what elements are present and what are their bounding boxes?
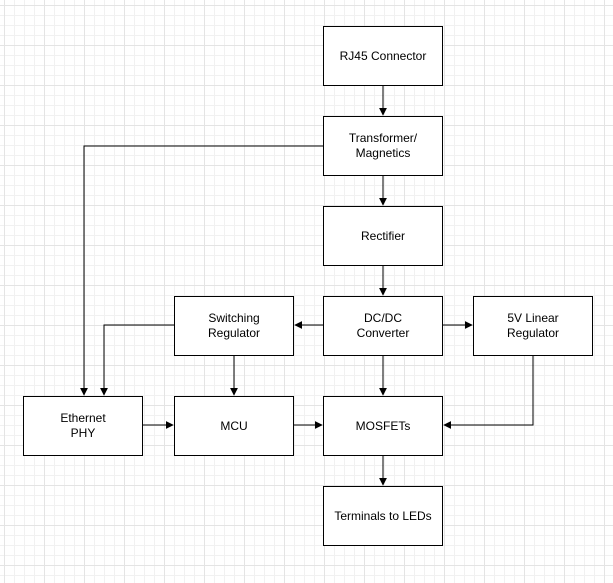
rj45-connector-label: RJ45 Connector bbox=[339, 48, 427, 63]
dcdc-converter-node[interactable]: DC/DC Converter bbox=[323, 296, 443, 356]
linear-regulator-label: 5V Linear Regulator bbox=[506, 311, 560, 340]
edge-transformer-to-phy bbox=[80, 145, 323, 396]
rectifier-label: Rectifier bbox=[360, 228, 405, 243]
transformer-magnetics-label: Transformer/ Magnetics bbox=[348, 131, 418, 160]
switching-regulator-node[interactable]: Switching Regulator bbox=[174, 296, 294, 356]
edge-switching-to-phy bbox=[100, 324, 174, 396]
rectifier-node[interactable]: Rectifier bbox=[323, 206, 443, 266]
ethernet-phy-label: Ethernet PHY bbox=[60, 411, 106, 440]
mosfets-label: MOSFETs bbox=[355, 418, 411, 433]
terminals-to-leds-label: Terminals to LEDs bbox=[334, 508, 432, 523]
ethernet-phy-node[interactable]: Ethernet PHY bbox=[23, 396, 143, 456]
dcdc-converter-label: DC/DC Converter bbox=[356, 311, 410, 340]
switching-regulator-label: Switching Regulator bbox=[207, 311, 261, 340]
mcu-node[interactable]: MCU bbox=[174, 396, 294, 456]
edge-linear-to-mosfets bbox=[443, 356, 534, 429]
terminals-to-leds-node[interactable]: Terminals to LEDs bbox=[323, 486, 443, 546]
transformer-magnetics-node[interactable]: Transformer/ Magnetics bbox=[323, 116, 443, 176]
rj45-connector-node[interactable]: RJ45 Connector bbox=[323, 26, 443, 86]
mcu-label: MCU bbox=[220, 418, 248, 433]
mosfets-node[interactable]: MOSFETs bbox=[323, 396, 443, 456]
linear-regulator-node[interactable]: 5V Linear Regulator bbox=[473, 296, 593, 356]
